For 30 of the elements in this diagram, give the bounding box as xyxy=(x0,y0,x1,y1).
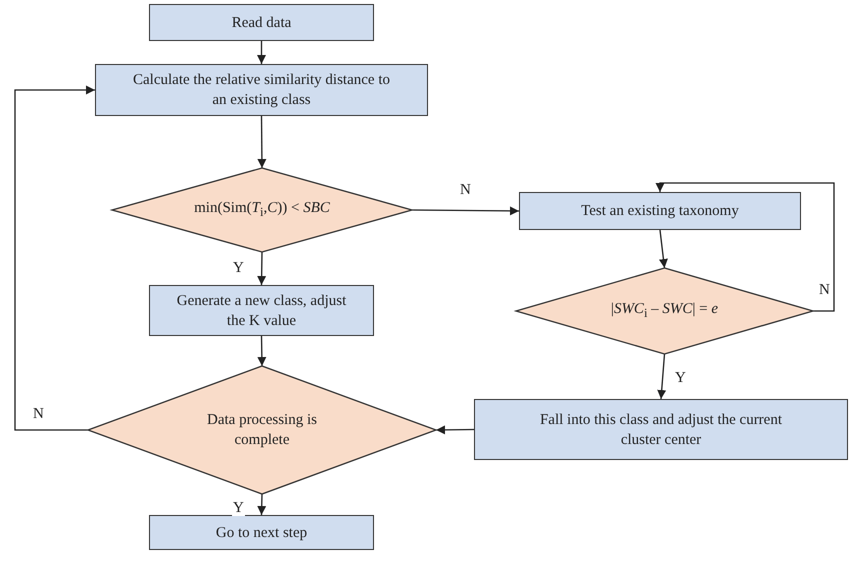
process-box xyxy=(149,515,374,550)
arrow xyxy=(658,230,668,268)
step-text: Read data xyxy=(230,14,292,32)
arrow xyxy=(14,86,95,431)
decision-text: min(Sim(T$_{i}$,C)) < SBC xyxy=(193,199,331,221)
decision-diamond xyxy=(112,168,412,252)
arrow xyxy=(257,494,266,516)
process-box xyxy=(519,192,801,230)
process-box xyxy=(95,64,428,116)
process-box xyxy=(149,4,374,41)
step-text: Test an existing taxonomy xyxy=(580,202,740,221)
step-text: Calculate the relative similarity distance to an existing class xyxy=(132,71,391,110)
decision-diamond xyxy=(88,366,436,494)
step-text: Fall into this class and adjust the current cluster center xyxy=(538,410,784,450)
arrow xyxy=(257,252,266,285)
arrow xyxy=(257,116,266,168)
decision-diamond xyxy=(516,268,813,354)
arrow xyxy=(657,354,666,400)
process-box xyxy=(474,399,848,460)
decision-text: |SWC$_{i}$ – SWC| = e xyxy=(610,300,720,322)
arrow xyxy=(656,182,835,312)
arrow xyxy=(257,336,266,366)
step-text: Generate a new class, adjust the K value xyxy=(176,292,348,330)
process-box xyxy=(149,285,374,336)
arrow xyxy=(436,425,474,434)
edge-label: Y xyxy=(232,500,245,516)
step-text: Go to next step xyxy=(214,524,308,542)
decision-text: Data processing is complete xyxy=(206,411,318,450)
arrow xyxy=(257,41,266,64)
arrow xyxy=(412,206,519,216)
